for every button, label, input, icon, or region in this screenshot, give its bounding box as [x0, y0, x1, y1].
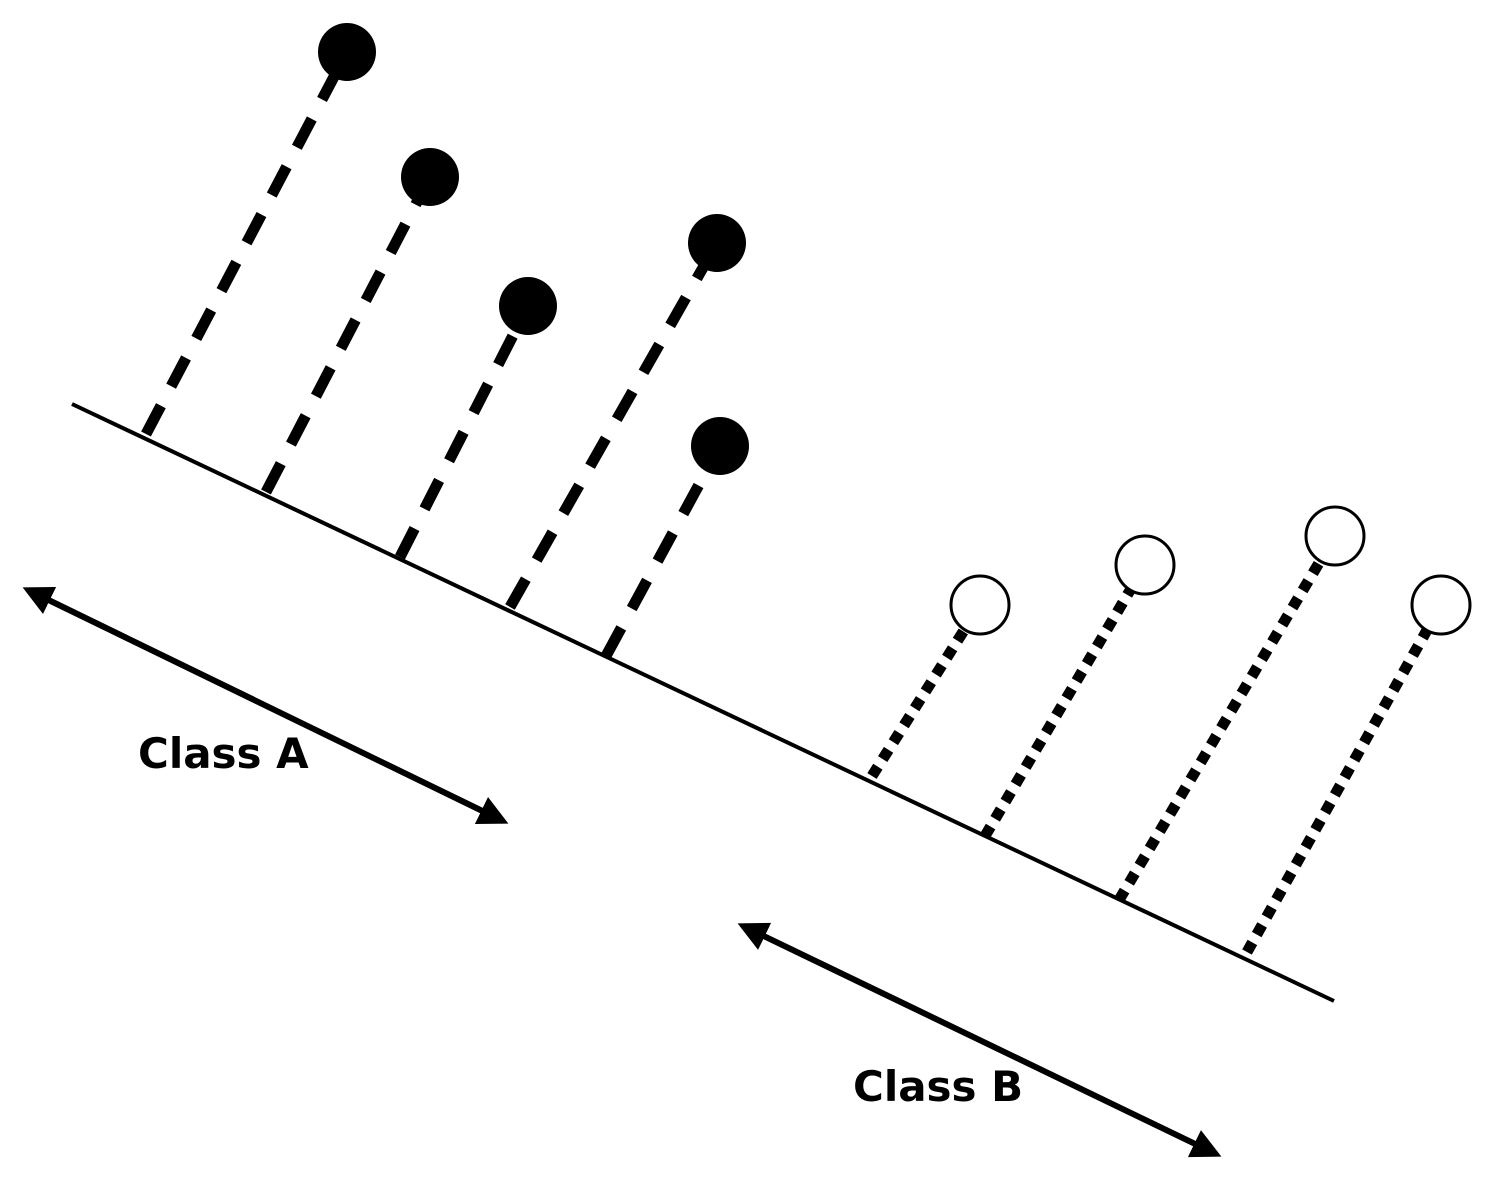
class-b-label: Class B: [853, 1062, 1023, 1111]
class-b-point: [1304, 505, 1366, 567]
class-b-point: [1114, 534, 1176, 596]
class-b-point: [1410, 574, 1472, 636]
class-b-projection-line: [1114, 533, 1340, 903]
class-b-projection-line: [867, 602, 985, 779]
class-a-point: [401, 148, 459, 206]
class-a-point: [691, 417, 749, 475]
class-a-projection-line: [601, 443, 725, 659]
class-a-point: [499, 277, 557, 335]
class-b-point: [949, 574, 1011, 636]
class-a-projection-line: [141, 49, 352, 437]
class-b-range-arrow: [737, 922, 1222, 1158]
class-a-projection-lines: [141, 49, 725, 659]
class-b-projection-line: [980, 562, 1150, 839]
class-a-projection-line: [505, 240, 722, 610]
class-a-point: [688, 214, 746, 272]
class-a-points: [318, 23, 749, 475]
class-a-point: [318, 23, 376, 81]
class-a-label: Class A: [138, 729, 309, 778]
class-b-projection-lines: [867, 533, 1446, 955]
class-b-points: [949, 505, 1472, 636]
class-b-projection-line: [1242, 602, 1446, 955]
class-a-projection-line: [261, 174, 435, 495]
class-a-projection-line: [395, 303, 533, 560]
class-a-range-arrow: [22, 587, 509, 824]
